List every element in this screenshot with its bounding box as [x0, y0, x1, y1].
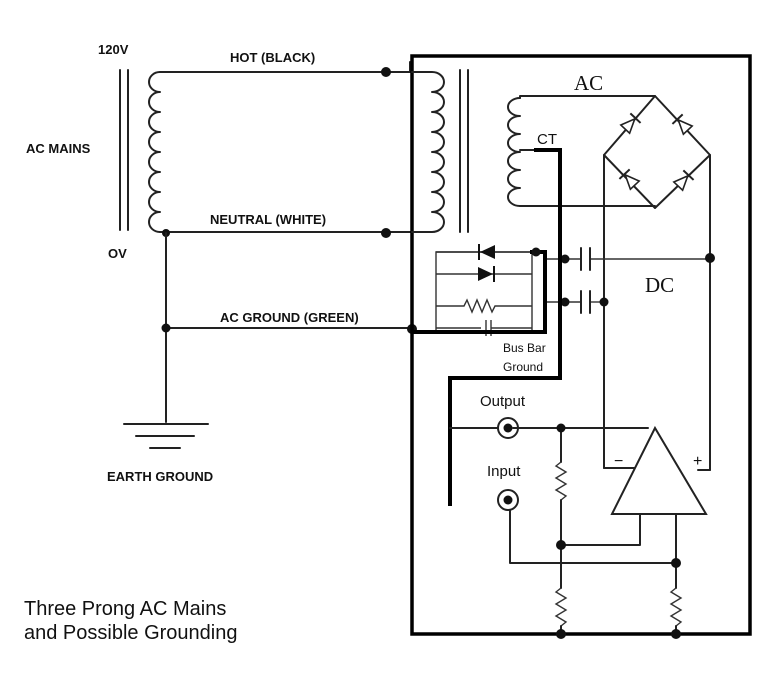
output-jack	[449, 417, 649, 439]
resistor-network	[554, 423, 683, 639]
ground-lift-network	[435, 244, 533, 336]
label-output: Output	[480, 393, 526, 410]
label-bus-bar-2: Ground	[503, 360, 543, 374]
caption-line-2: and Possible Grounding	[24, 622, 238, 644]
power-transformer	[411, 69, 656, 233]
neutral-wire	[159, 228, 413, 238]
input-jack	[497, 489, 677, 564]
label-earth-ground: EARTH GROUND	[107, 469, 213, 484]
bridge-rectifier	[603, 95, 711, 209]
label-hot: HOT (BLACK)	[230, 50, 315, 65]
label-ac-mains: AC MAINS	[26, 141, 91, 156]
mains-transformer	[119, 69, 161, 233]
chassis-frame	[410, 54, 752, 636]
label-input: Input	[487, 463, 521, 480]
ground-wire	[161, 232, 417, 423]
label-ac: AC	[574, 71, 603, 95]
label-dc: DC	[645, 273, 674, 297]
label-ac-ground: AC GROUND (GREEN)	[220, 310, 359, 325]
earth-ground-symbol	[123, 423, 209, 449]
label-minus: −	[614, 453, 623, 470]
figure-caption: Three Prong AC Mains and Possible Ground…	[24, 597, 354, 645]
bus-bar-ground	[448, 148, 562, 506]
label-plus: +	[693, 453, 702, 470]
filter-capacitors	[545, 247, 591, 314]
label-ct: CT	[537, 131, 557, 148]
op-amp	[610, 425, 708, 515]
bus-bar-link	[412, 250, 547, 334]
dc-rails	[590, 154, 715, 471]
label-neutral: NEUTRAL (WHITE)	[210, 212, 326, 227]
caption-line-1: Three Prong AC Mains	[24, 598, 227, 620]
label-bus-bar-1: Bus Bar	[503, 341, 546, 355]
label-0v: OV	[108, 246, 127, 261]
label-120v: 120V	[98, 42, 129, 57]
hot-wire	[159, 61, 411, 77]
